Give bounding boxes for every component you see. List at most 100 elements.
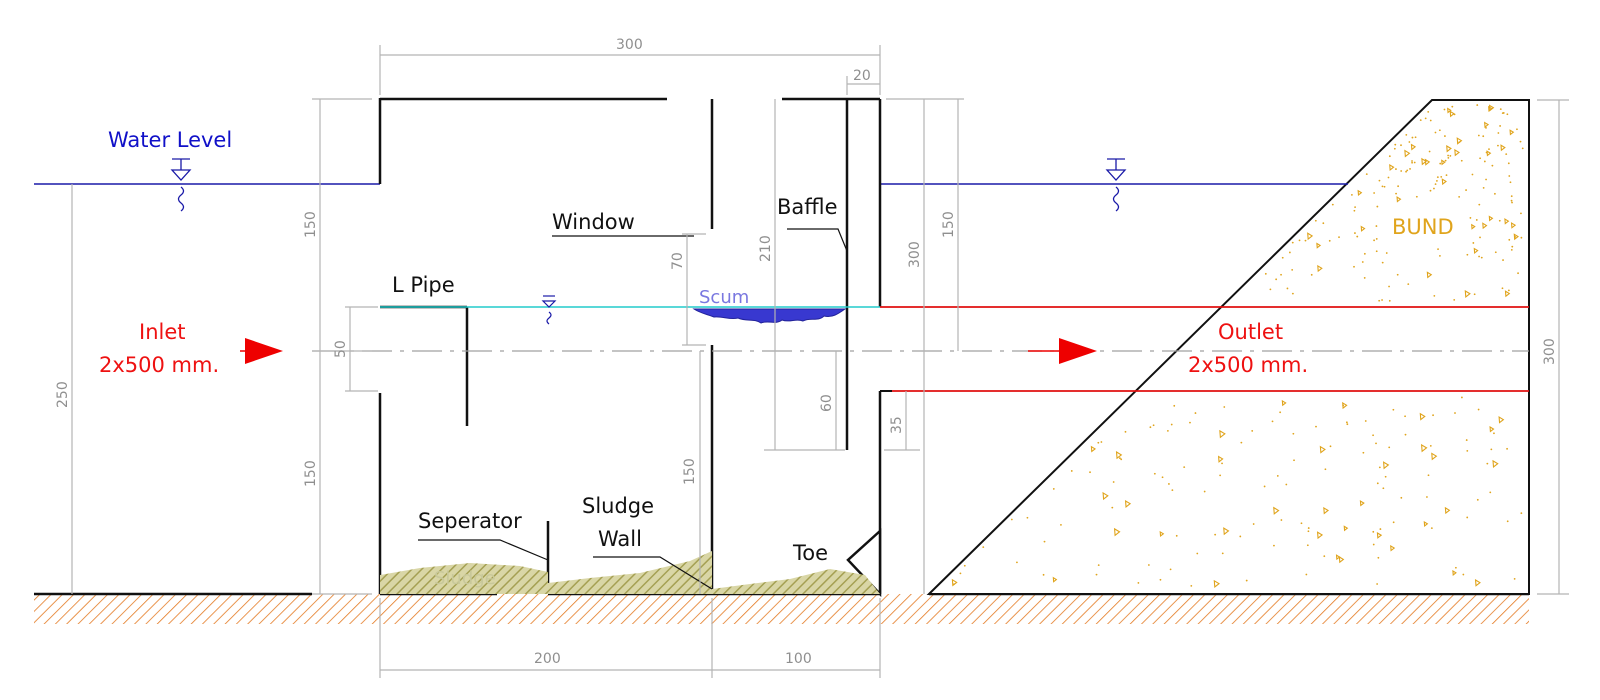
- scum-label: Scum: [699, 287, 749, 308]
- water-level-symbol-right: [1105, 158, 1127, 212]
- bund-texture-triangle: [1447, 107, 1452, 114]
- bund-texture-speck: [1203, 490, 1206, 493]
- sludge-wall-label-1: Sludge: [582, 494, 654, 518]
- sludge-wall-label-2: Wall: [598, 527, 642, 551]
- bund-texture-triangle: [1390, 544, 1396, 552]
- bund-texture-speck: [1507, 162, 1510, 165]
- bund-texture-speck: [1388, 446, 1391, 449]
- bund-texture-speck: [1137, 582, 1140, 584]
- bund-texture-triangle: [1281, 399, 1287, 407]
- ground: [34, 592, 1529, 624]
- bund-texture-speck: [1469, 217, 1472, 219]
- bund-texture-speck: [1494, 251, 1497, 254]
- bund-texture-speck: [1292, 432, 1295, 435]
- bund-texture-speck: [1392, 521, 1395, 524]
- bund-texture-triangle: [1307, 232, 1314, 241]
- bund-texture-speck: [1447, 154, 1450, 157]
- bund-texture-speck: [1305, 573, 1308, 576]
- window-label: Window: [552, 210, 635, 234]
- bund-texture-speck: [1271, 420, 1274, 423]
- bund-texture-speck: [1378, 179, 1381, 182]
- bund-texture-speck: [1497, 144, 1499, 147]
- bund-texture-speck: [1361, 261, 1364, 263]
- bund-texture-speck: [1052, 488, 1055, 490]
- bund-texture-speck: [1513, 577, 1516, 580]
- bund-texture-speck: [1444, 159, 1447, 162]
- bund-texture-triangle: [1343, 525, 1349, 532]
- bund-texture-speck: [1396, 273, 1399, 276]
- bund-texture-speck: [1280, 519, 1283, 521]
- bund-texture-speck: [1097, 441, 1100, 444]
- bund-texture-speck: [1016, 561, 1018, 564]
- bund-texture-speck: [1354, 206, 1356, 208]
- bund-texture-speck: [1169, 568, 1172, 571]
- dim-inlet-height: 250: [55, 381, 71, 408]
- bund-texture-speck: [1264, 272, 1267, 275]
- bund-texture-speck: [1485, 178, 1487, 181]
- bund-texture-triangle: [1404, 149, 1411, 158]
- bund-texture-speck: [1427, 474, 1430, 477]
- bund-texture-triangle: [1500, 144, 1506, 152]
- bund-texture-speck: [1454, 412, 1456, 414]
- bund-texture-triangle: [1498, 416, 1505, 424]
- bund-texture-speck: [1393, 147, 1396, 150]
- bund-texture-speck: [1310, 273, 1313, 276]
- bund-texture-speck: [1405, 133, 1408, 136]
- bund-texture-speck: [1520, 236, 1523, 239]
- bund-texture-speck: [1350, 193, 1353, 196]
- bund-texture-speck: [1482, 135, 1485, 138]
- sludge: Sludge: [380, 551, 880, 594]
- bund-texture-triangle: [1488, 215, 1494, 222]
- bund-texture-triangle: [1335, 554, 1341, 561]
- bund-texture-speck: [1375, 250, 1378, 253]
- inlet-arrow: [245, 338, 283, 364]
- bund-texture-speck: [1510, 199, 1513, 202]
- bund-texture-speck: [1404, 415, 1406, 418]
- bund-texture-speck: [1394, 143, 1397, 146]
- bund-texture-triangle: [1357, 189, 1363, 196]
- bund-texture-speck: [1273, 544, 1275, 547]
- bund-texture-speck: [1281, 256, 1284, 259]
- bund-texture-speck: [1502, 259, 1504, 261]
- bund-texture-speck: [1293, 459, 1295, 462]
- bund-texture-triangle: [1441, 159, 1446, 166]
- bund-texture-speck: [1166, 430, 1169, 432]
- bund-texture-speck: [1364, 420, 1367, 422]
- bund-texture-speck: [1373, 192, 1376, 194]
- bund-texture-speck: [1498, 219, 1501, 222]
- bund-texture-speck: [1392, 408, 1395, 411]
- bund-texture-speck: [1153, 472, 1156, 475]
- bund-texture-speck: [1118, 457, 1121, 460]
- bund-texture-triangle: [1113, 527, 1121, 537]
- bund-texture-speck: [1373, 239, 1375, 242]
- bund-texture-triangle: [1488, 105, 1493, 112]
- bund-texture-triangle: [1504, 218, 1510, 225]
- bund-texture-speck: [1411, 161, 1413, 164]
- scum: Scum: [692, 287, 847, 324]
- dim-lower-height: 150: [303, 460, 319, 487]
- bund-texture-triangle: [1159, 530, 1165, 538]
- bund-texture-speck: [1363, 252, 1366, 255]
- bund-texture-speck: [1453, 298, 1456, 301]
- bund-texture-triangle: [1396, 196, 1402, 203]
- bund-texture-speck: [1196, 552, 1199, 555]
- tank: [378, 97, 892, 598]
- bund-texture-speck: [1010, 518, 1013, 521]
- bund-texture-speck: [1324, 468, 1327, 471]
- bund-texture-speck: [1409, 168, 1411, 170]
- bund-texture-speck: [1194, 412, 1197, 414]
- bund-texture-speck: [1383, 185, 1386, 188]
- sludge-left: [380, 563, 548, 594]
- bund-texture-speck: [1414, 136, 1417, 139]
- bund-texture-triangle: [1489, 426, 1495, 433]
- bund-texture-speck: [1499, 125, 1502, 127]
- bund-texture-speck: [1124, 430, 1127, 433]
- bund-texture-speck: [1214, 533, 1217, 536]
- bund-texture-speck: [1026, 516, 1029, 519]
- bund-texture-triangle: [1454, 148, 1460, 157]
- bund-texture-speck: [1043, 540, 1046, 543]
- bund-texture-speck: [1381, 185, 1384, 188]
- bund-texture-speck: [1378, 466, 1381, 469]
- outlet-size-label: 2x500 mm.: [1188, 353, 1308, 377]
- bund-texture-speck: [1466, 450, 1469, 452]
